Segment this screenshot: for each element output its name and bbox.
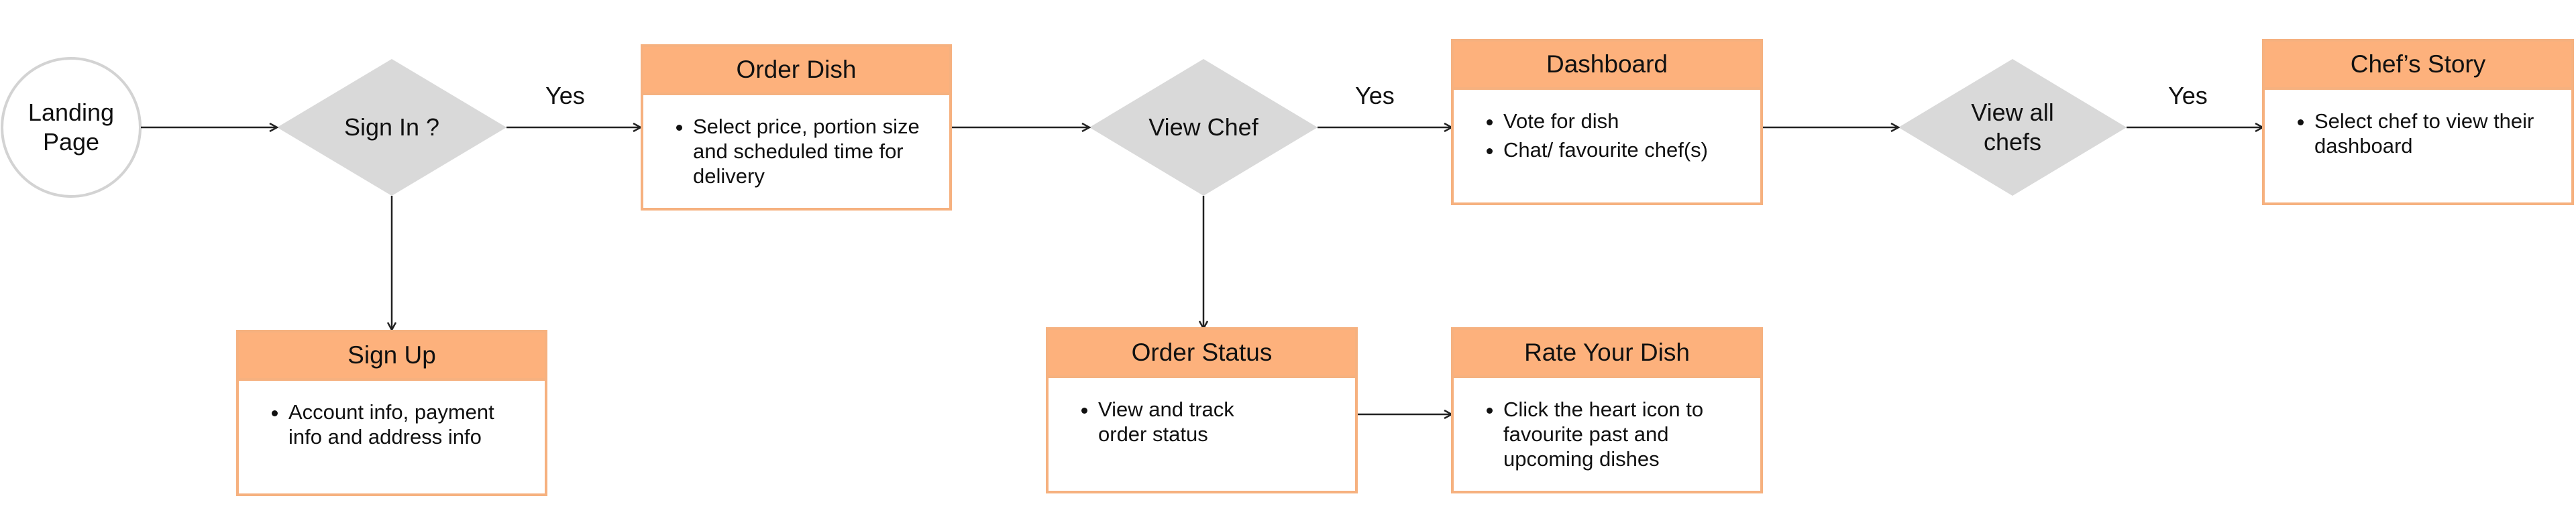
sign-up-title: Sign Up bbox=[239, 333, 545, 381]
order-status-item: View and track order status bbox=[1098, 397, 1339, 447]
order-dish-title: Order Dish bbox=[643, 47, 949, 95]
order-dish-item: Select price, portion size and scheduled… bbox=[693, 114, 933, 188]
dashboard-item-vote: Vote for dish bbox=[1503, 109, 1744, 133]
view-all-chefs-diamond bbox=[1898, 59, 2127, 196]
rate-your-dish-item: Click the heart icon to favourite past a… bbox=[1503, 397, 1744, 471]
dashboard-item-chat: Chat/ favourite chef(s) bbox=[1503, 137, 1744, 162]
sign-up-card: Sign Up Account info, payment info and a… bbox=[236, 330, 547, 496]
view-all-chefs-label: View all chefs bbox=[1971, 99, 2054, 156]
yes-label-signin: Yes bbox=[545, 82, 585, 109]
yes-label-viewchef: Yes bbox=[1355, 82, 1395, 109]
order-status-title: Order Status bbox=[1049, 330, 1355, 378]
view-chef-label: View Chef bbox=[1148, 113, 1258, 141]
landing-page-circle bbox=[1, 57, 142, 198]
view-chef-diamond bbox=[1089, 59, 1318, 196]
dashboard-title: Dashboard bbox=[1454, 42, 1760, 90]
yes-label-viewall: Yes bbox=[2168, 82, 2208, 109]
sign-in-label: Sign In ? bbox=[343, 113, 440, 141]
rate-your-dish-card: Rate Your Dish Click the heart icon to f… bbox=[1451, 327, 1763, 493]
rate-your-dish-title: Rate Your Dish bbox=[1454, 330, 1760, 378]
chefs-story-card: Chef’s Story Select chef to view their d… bbox=[2262, 39, 2574, 205]
order-status-card: Order Status View and track order status bbox=[1046, 327, 1358, 493]
landing-page-label: Landing Page bbox=[28, 99, 115, 156]
dashboard-card: Dashboard Vote for dish Chat/ favourite … bbox=[1451, 39, 1763, 205]
order-dish-card: Order Dish Select price, portion size an… bbox=[641, 44, 952, 211]
sign-in-diamond bbox=[277, 59, 506, 196]
sign-up-item: Account info, payment info and address i… bbox=[288, 400, 529, 449]
chefs-story-item: Select chef to view their dashboard bbox=[2314, 109, 2555, 158]
chefs-story-title: Chef’s Story bbox=[2265, 42, 2571, 90]
